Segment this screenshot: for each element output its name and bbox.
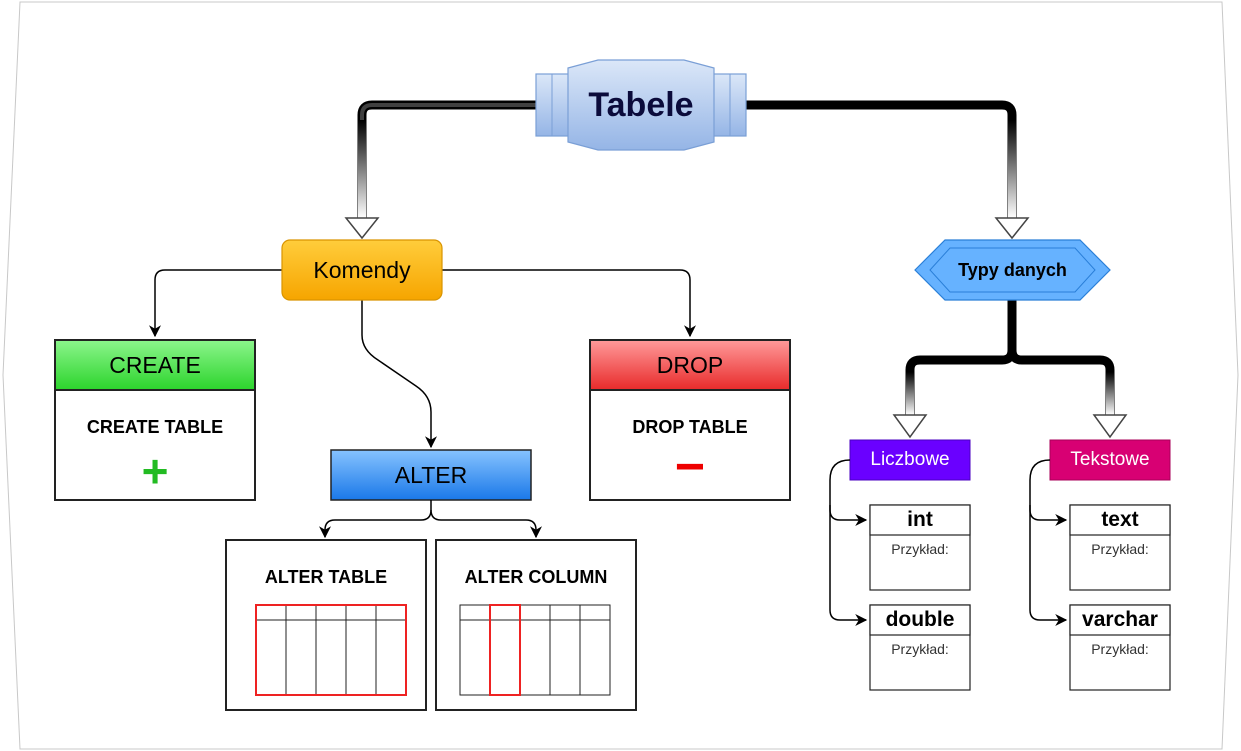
arrowhead-typy: [994, 217, 1030, 240]
type-name-text: text: [1101, 508, 1139, 531]
type-example-int: Przykład:: [891, 541, 949, 557]
title-label: Tabele: [588, 85, 694, 124]
alter-table-box[interactable]: [225, 539, 427, 711]
connector-komendy-create: [149, 269, 282, 338]
type-box-double[interactable]: [869, 604, 971, 691]
connector-liczbowe-double: [829, 505, 868, 626]
type-box-text[interactable]: [1069, 504, 1171, 591]
alter-table-label: ALTER TABLE: [264, 566, 388, 587]
type-box-int[interactable]: [869, 504, 971, 591]
arrowhead-tekstowe: [1092, 414, 1128, 439]
type-name-double: double: [885, 608, 955, 631]
connector-title-komendy: [357, 100, 536, 218]
drop-header-label: DROP: [656, 351, 724, 378]
drop-table-label: DROP TABLE: [632, 416, 748, 437]
connector-komendy-alter: [361, 300, 437, 449]
type-example-varchar: Przykład:: [1091, 641, 1149, 657]
type-name-int: int: [907, 508, 933, 531]
plus-icon: +: [141, 445, 169, 497]
type-example-text: Przykład:: [1091, 541, 1149, 557]
create-header-label: CREATE: [109, 351, 201, 378]
connector-title-typy: [746, 100, 1017, 218]
arrowhead-liczbowe: [892, 414, 928, 439]
tekstowe-label: Tekstowe: [1070, 449, 1150, 470]
liczbowe-label: Liczbowe: [870, 449, 950, 470]
connector-alter-children: [319, 500, 432, 539]
alter-column-box[interactable]: [435, 539, 637, 711]
create-table-label: CREATE TABLE: [86, 416, 224, 437]
connector-tekstowe-varchar: [1029, 505, 1068, 626]
create-box[interactable]: [54, 339, 256, 501]
arrowhead-komendy: [344, 217, 380, 240]
tekstowe-node[interactable]: [1049, 439, 1171, 481]
connector-komendy-drop: [442, 269, 696, 338]
type-box-varchar[interactable]: [1069, 604, 1171, 691]
typy-danych-node[interactable]: [914, 239, 1111, 301]
typy-danych-label: Typy danych: [958, 259, 1067, 280]
alter-table-grid: [256, 605, 406, 695]
alter-label: ALTER: [394, 461, 468, 488]
alter-column-label: ALTER COLUMN: [464, 566, 608, 587]
liczbowe-node[interactable]: [849, 439, 971, 481]
alter-table-highlight: [255, 604, 407, 696]
minus-icon: −: [674, 438, 706, 496]
komendy-node[interactable]: [281, 239, 443, 301]
type-name-varchar: varchar: [1082, 608, 1158, 631]
drop-box[interactable]: [589, 339, 791, 501]
type-example-double: Przykład:: [891, 641, 949, 657]
title-node[interactable]: [535, 59, 747, 151]
komendy-label: Komendy: [313, 256, 411, 283]
alter-column-highlight: [489, 604, 521, 696]
